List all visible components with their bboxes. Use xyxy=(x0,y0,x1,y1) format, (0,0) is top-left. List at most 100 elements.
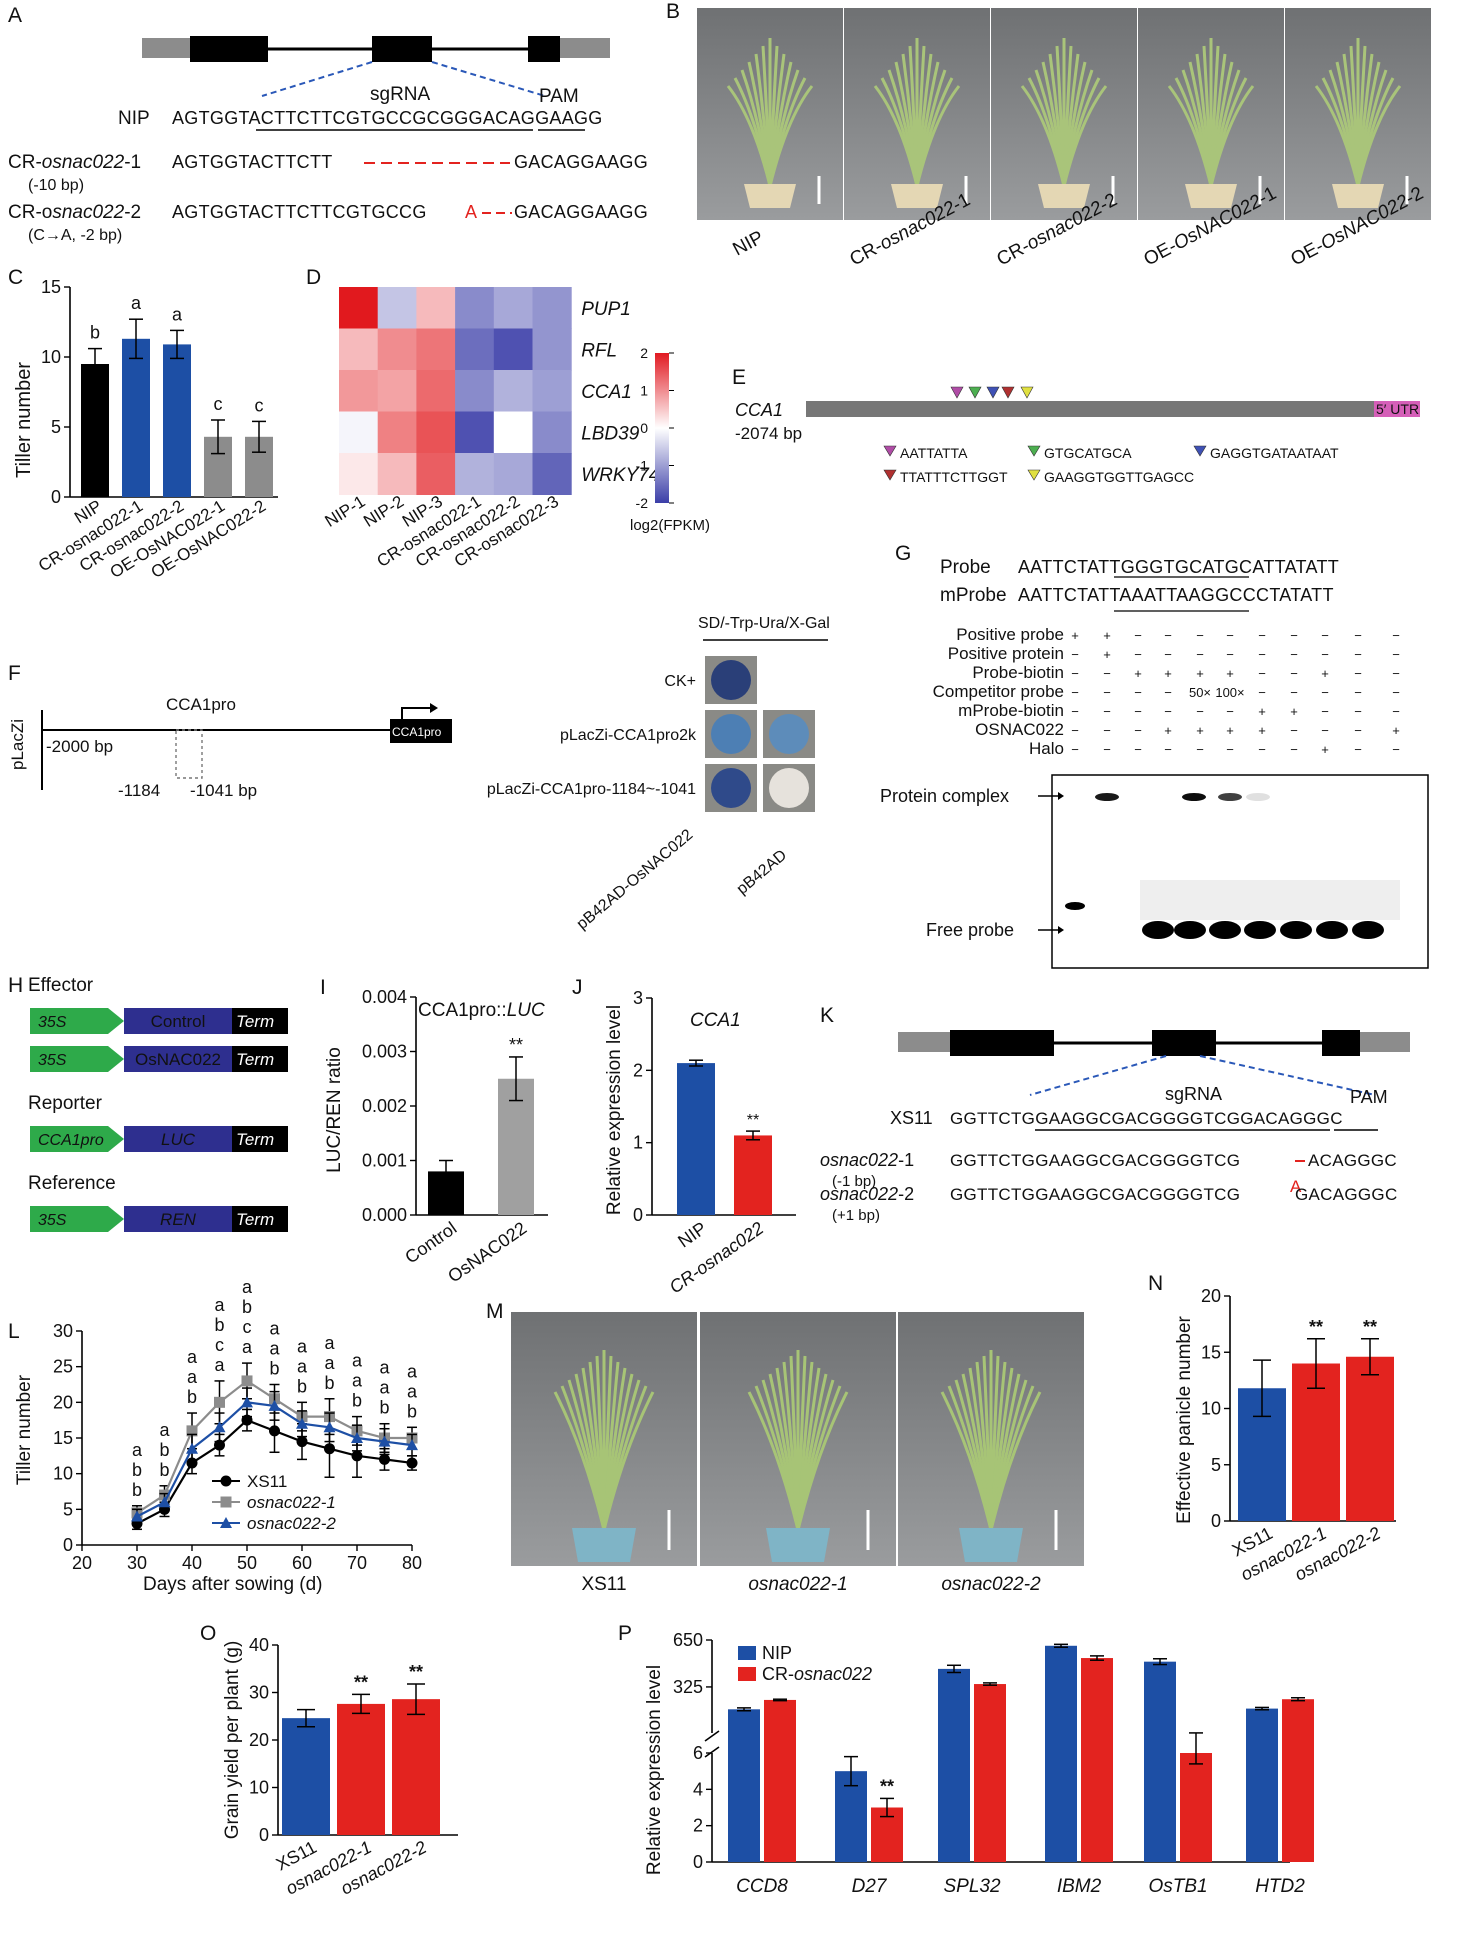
k-exon-2 xyxy=(1152,1030,1216,1056)
emsa-condition-mark: − xyxy=(1354,628,1362,643)
d-color-scale xyxy=(655,353,669,503)
g-free-label: Free probe xyxy=(926,920,1014,940)
l-sig-letter: a xyxy=(214,1295,225,1315)
emsa-condition-mark: − xyxy=(1321,628,1329,643)
emsa-condition-mark: − xyxy=(1258,742,1266,757)
i-y-tick-label: 0.000 xyxy=(362,1205,407,1225)
emsa-condition-mark: − xyxy=(1354,685,1362,700)
panel-d: D PUP1RFLCCA1LBD39WRKY74NIP-1NIP-2NIP-3C… xyxy=(306,266,710,571)
emsa-condition-mark: + xyxy=(1164,723,1172,738)
construct-terminator-label: Term xyxy=(236,1012,274,1031)
f-frag-start: -1184 xyxy=(118,781,160,800)
o-bar xyxy=(282,1718,330,1835)
construct-terminator-label: Term xyxy=(236,1210,274,1229)
i-y-tick-label: 0.001 xyxy=(362,1151,407,1171)
f-fragment xyxy=(175,729,203,779)
emsa-condition-mark: − xyxy=(1290,628,1298,643)
n-bar xyxy=(1292,1363,1340,1521)
plant-leaf xyxy=(989,1391,1042,1531)
l-x-tick-label: 50 xyxy=(237,1553,257,1573)
o-y-tick-label: 0 xyxy=(259,1825,269,1845)
emsa-condition-mark: + xyxy=(1196,666,1204,681)
panel-letter-j: J xyxy=(572,976,583,999)
construct-gene xyxy=(124,1008,232,1034)
l-sig-letter: a xyxy=(242,1277,253,1297)
j-bar xyxy=(677,1063,715,1215)
panel-a: A sgRNA PAM NIP AGTGGTACTTCTTCGTGCCGCGGG… xyxy=(8,4,648,244)
emsa-condition-mark: − xyxy=(1290,666,1298,681)
l-point xyxy=(296,1417,308,1429)
motif-legend-label: TTATTTCTTGGT xyxy=(900,469,1008,485)
seq-row-nip: AGTGGTACTTCTTCGTGCCGCGGGACAGGAAGG xyxy=(172,108,603,128)
l-sig-letter: a xyxy=(379,1378,390,1398)
l-sig-letter: a xyxy=(132,1440,143,1460)
l-sig-letter: a xyxy=(352,1371,363,1391)
l-sig-letter: b xyxy=(214,1315,224,1335)
utr-3 xyxy=(560,38,610,58)
emsa-condition-mark: − xyxy=(1071,666,1079,681)
plant-leaf xyxy=(1209,85,1255,187)
l-point xyxy=(406,1439,418,1451)
c-sig-letter: c xyxy=(214,394,223,414)
g-free-arrowhead xyxy=(1058,926,1064,934)
heatmap-cell xyxy=(493,370,533,412)
n-ylabel: Effective panicle number xyxy=(1174,1315,1195,1523)
f-start: -2000 bp xyxy=(46,737,113,756)
heatmap-cell xyxy=(339,453,379,495)
p-bar xyxy=(1081,1658,1113,1862)
l-sig-letter: a xyxy=(214,1355,225,1375)
construct-promoter xyxy=(30,1206,124,1232)
heatmap-cell xyxy=(339,287,379,329)
l-point xyxy=(241,1375,253,1387)
seq-row-cr1-left: AGTGGTACTTCTT xyxy=(172,152,333,172)
l-point xyxy=(351,1432,363,1443)
heatmap-row-label: PUP1 xyxy=(581,299,631,320)
scale-tick-label: 2 xyxy=(640,345,648,361)
l-sig-letter: a xyxy=(269,1339,280,1359)
emsa-condition-mark: − xyxy=(1392,704,1400,719)
motif-legend-label: GTGCATGCA xyxy=(1044,445,1132,461)
j-bar xyxy=(734,1135,772,1215)
j-y-tick-label: 1 xyxy=(633,1133,643,1153)
o-y-tick-label: 30 xyxy=(249,1683,269,1703)
emsa-condition-label: Competitor probe xyxy=(933,682,1064,701)
emsa-condition-mark: − xyxy=(1321,704,1329,719)
c-sig-letter: c xyxy=(255,395,264,415)
plant-leaf xyxy=(1062,85,1108,187)
plant-pot xyxy=(891,184,943,208)
emsa-smear xyxy=(1140,880,1400,920)
emsa-condition-mark: − xyxy=(1164,704,1172,719)
heatmap-col-label: NIP-2 xyxy=(360,492,407,531)
panel-letter-h: H xyxy=(8,974,23,997)
emsa-condition-mark: + xyxy=(1321,666,1329,681)
panel-f: F pLacZi CCA1pro CCA1pro -2000 bp -1184 … xyxy=(8,615,830,933)
l-sig-letter: b xyxy=(324,1373,334,1393)
f-col-label-1: pB42AD-OsNAC022 xyxy=(574,826,697,933)
p-x-tick-label: HTD2 xyxy=(1255,1876,1305,1897)
emsa-condition-mark: − xyxy=(1196,647,1204,662)
panel-letter-k: K xyxy=(820,1004,834,1027)
j-x-tick-label: NIP xyxy=(674,1218,710,1252)
plant-photo-label: NIP xyxy=(729,227,767,260)
scale-tick-label: -2 xyxy=(636,495,649,511)
emsa-condition-mark: − xyxy=(1071,723,1079,738)
p-bar xyxy=(728,1709,760,1862)
n-y-tick-label: 5 xyxy=(1211,1455,1221,1475)
panel-letter-g: G xyxy=(895,542,911,565)
emsa-condition-mark: 50× xyxy=(1189,685,1211,700)
construct-promoter-label: CCA1pro xyxy=(38,1132,104,1149)
emsa-condition-mark: + xyxy=(1103,647,1111,662)
p-bar xyxy=(1282,1699,1314,1862)
motif-legend-marker xyxy=(1027,469,1041,481)
construct-terminator xyxy=(232,1046,288,1072)
heatmap-cell xyxy=(339,328,379,371)
plant-photo-label: osnac022-1 xyxy=(748,1574,847,1595)
emsa-condition-mark: + xyxy=(1226,666,1234,681)
exon-3 xyxy=(528,36,560,62)
l-sig-letter: a xyxy=(187,1347,198,1367)
yeast-spot xyxy=(769,768,809,808)
g-probe-seq: AATTCTATTGGGTGCATGCATTATATT xyxy=(1018,557,1339,577)
l-point xyxy=(214,1396,225,1408)
n-y-tick-label: 20 xyxy=(1201,1286,1221,1306)
